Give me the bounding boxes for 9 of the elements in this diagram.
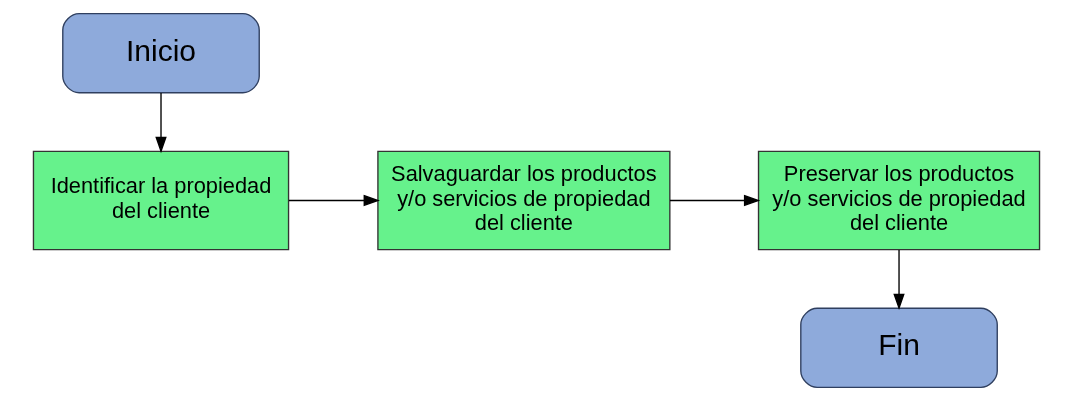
- arrow: [892, 249, 905, 311]
- node-box: Inicio: [61, 12, 260, 94]
- node-box: Fin: [799, 307, 998, 389]
- arrow: [287, 194, 380, 207]
- node-box: Salvaguardar los productos y/o servicios de propiedad del cliente: [376, 150, 671, 251]
- node-box: Identificar la propiedad del cliente: [32, 150, 289, 251]
- node-box: Preservar los productos y/o servicios de propiedad del cliente: [757, 150, 1040, 251]
- arrow: [154, 92, 167, 154]
- arrow: [668, 194, 760, 207]
